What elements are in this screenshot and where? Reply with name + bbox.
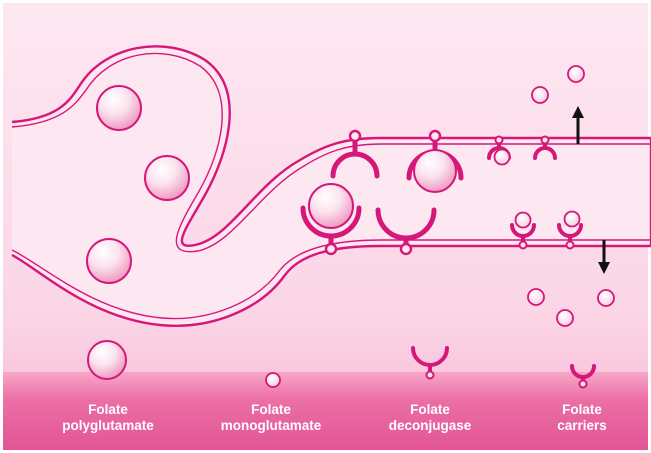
legend-monoglutamate-line2: monoglutamate [196, 418, 346, 434]
legend-deconjugase-line1: Folate [355, 402, 505, 418]
polyglutamate-sphere [97, 86, 141, 130]
legend-carriers-line2: carriers [507, 418, 651, 434]
legend-monoglutamate-line1: Folate [196, 402, 346, 418]
monoglutamate-sphere [598, 290, 614, 306]
monoglutamate-sphere [557, 310, 573, 326]
polyglutamate-sphere [87, 239, 131, 283]
monoglutamate-sphere [532, 87, 548, 103]
legend-polyglutamate-line1: Folate [33, 402, 183, 418]
monoglutamate-sphere [528, 289, 544, 305]
legend-polyglutamate-line2: polyglutamate [33, 418, 183, 434]
polyglutamate-sphere [145, 156, 189, 200]
legend-deconjugase-line2: deconjugase [355, 418, 505, 434]
legend-folate-carriers: Folate carriers [507, 402, 651, 434]
monoglutamate-sphere [568, 66, 584, 82]
polyglutamate-legend-icon [88, 341, 126, 379]
legend-folate-monoglutamate: Folate monoglutamate [196, 402, 346, 434]
legend-folate-deconjugase: Folate deconjugase [355, 402, 505, 434]
legend-carriers-line1: Folate [507, 402, 651, 418]
legend-folate-polyglutamate: Folate polyglutamate [33, 402, 183, 434]
monoglutamate-legend-icon [266, 373, 280, 387]
